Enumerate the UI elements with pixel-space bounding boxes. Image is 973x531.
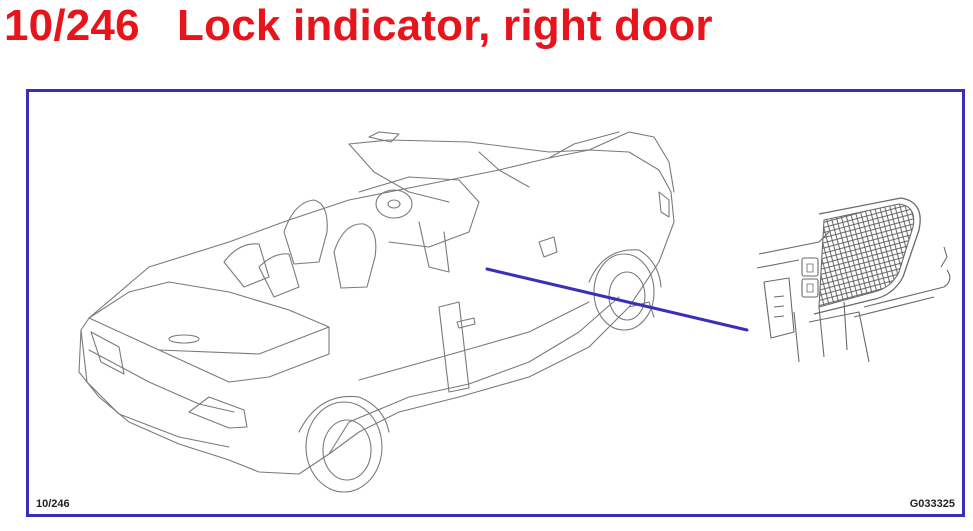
illustration-svg bbox=[78, 131, 951, 493]
figure-code-label: G033325 bbox=[909, 498, 955, 510]
convertible-car-icon bbox=[78, 131, 675, 493]
illustration-frame: 10/246 G033325 bbox=[26, 89, 965, 517]
page-title: 10/246 Lock indicator, right door bbox=[4, 1, 713, 50]
leader-line bbox=[485, 267, 749, 332]
door-lock-panel-icon bbox=[756, 197, 951, 363]
figure-number-label: 10/246 bbox=[36, 498, 70, 510]
